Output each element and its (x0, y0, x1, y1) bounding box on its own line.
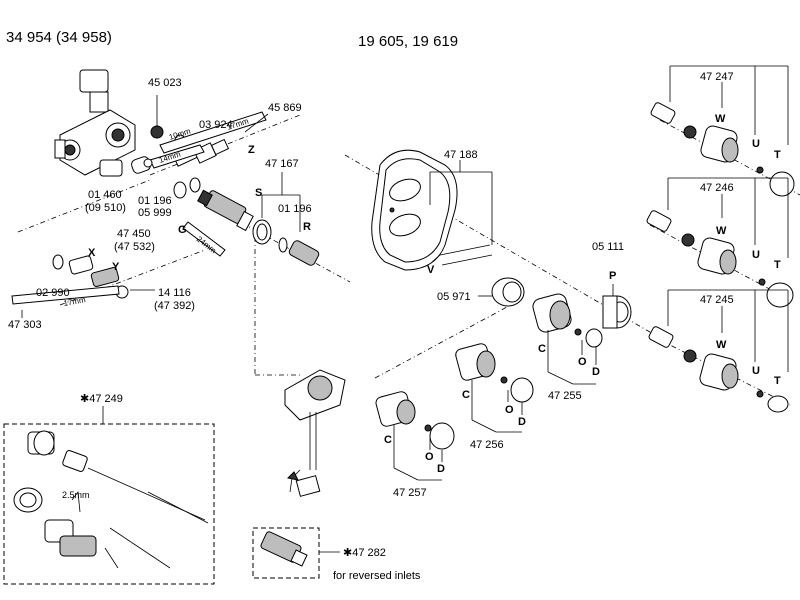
mixing-valve-body (54, 69, 136, 177)
label-47245: 47 245 (700, 294, 734, 306)
letter-d-2: D (518, 416, 526, 428)
size-2-5mm: 2.5mm (62, 490, 90, 500)
filter-01460 (131, 156, 153, 174)
handle-47255 (532, 293, 603, 348)
label-47246: 47 246 (700, 182, 734, 194)
letter-o-1: O (578, 356, 587, 368)
letter-o-2: O (505, 404, 514, 416)
handle-set-47245 (648, 326, 789, 413)
letter-d-3: D (437, 463, 445, 475)
handle-47257 (375, 391, 455, 450)
letter-c-2: C (462, 389, 470, 401)
letter-u-3: U (752, 365, 760, 377)
label-47188: 47 188 (444, 149, 478, 161)
handle-set-47246 (646, 210, 794, 308)
kit-47249-box (3, 423, 215, 585)
diverter-spout-assembly (284, 369, 346, 497)
label-47249: ✱47 249 (80, 393, 123, 405)
o-ring-01196-b (278, 237, 288, 253)
letter-w-1: W (715, 113, 726, 125)
wrench-17mm-bottom: 17mm (11, 285, 120, 308)
label-47392: (47 392) (154, 300, 195, 312)
label-09510: (09 510) (85, 202, 126, 214)
label-05971: 05 971 (437, 291, 471, 303)
letter-t-2: T (774, 259, 781, 271)
letter-w-3: W (716, 339, 727, 351)
letter-x: X (88, 247, 96, 259)
label-47255: 47 255 (548, 390, 582, 402)
letter-d-1: D (592, 366, 600, 378)
inlet-assembly-14116 (52, 254, 129, 299)
letter-t-1: T (774, 149, 781, 161)
handle-set-47247 (650, 102, 795, 197)
label-47532: (47 532) (114, 241, 155, 253)
label-01460: 01 460 (88, 189, 122, 201)
letter-c-1: C (538, 343, 546, 355)
label-03924: 03 924 (199, 119, 233, 131)
label-14116: 14 116 (158, 287, 191, 299)
right-model-numbers: 19 605, 19 619 (358, 33, 458, 50)
label-45869: 45 869 (268, 102, 302, 114)
letter-o-3: O (425, 451, 434, 463)
letter-g: G (178, 224, 187, 236)
letter-p: P (609, 270, 616, 282)
label-47247: 47 247 (700, 71, 734, 83)
letter-w-2: W (716, 225, 727, 237)
o-rings-01196 (173, 177, 201, 199)
letter-s: S (255, 187, 262, 199)
handle-47256 (455, 343, 534, 403)
label-01196-b: 01 196 (278, 203, 312, 215)
left-model-numbers: 34 954 (34 958) (6, 29, 112, 46)
ring-s (252, 219, 272, 245)
label-45023: 45 023 (148, 77, 182, 89)
letter-u-2: U (752, 249, 760, 261)
letter-c-3: C (384, 434, 392, 446)
label-02990: 02 990 (36, 287, 70, 299)
letter-u-1: U (752, 138, 760, 150)
label-47257: 47 257 (393, 487, 427, 499)
reversed-inlet-cartridge (260, 531, 308, 567)
letter-r: R (303, 221, 311, 233)
wrench-24mm: 24mm (182, 221, 226, 257)
thermostat-cartridge-47450 (197, 189, 254, 232)
nut-45023 (150, 95, 164, 139)
label-47450: 47 450 (117, 228, 151, 240)
letter-z: Z (248, 144, 255, 156)
trim-plate-47188 (371, 149, 458, 271)
size-17mm-bottom: 17mm (63, 295, 87, 308)
label-47303: 47 303 (8, 319, 42, 331)
mounting-screws-v (431, 244, 493, 266)
label-47167: 47 167 (265, 158, 299, 170)
ring-05971 (491, 277, 525, 307)
letter-v: V (427, 264, 435, 276)
label-47282: ✱47 282 (343, 547, 386, 559)
label-05999: 05 999 (138, 207, 172, 219)
label-05111: 05 111 (592, 241, 624, 253)
letter-t-3: T (774, 375, 781, 387)
label-01196-a: 01 196 (138, 195, 172, 207)
non-return-valve-r (288, 240, 320, 266)
label-47256: 47 256 (470, 439, 504, 451)
reversed-inlets-note: for reversed inlets (333, 570, 421, 582)
kit-47249-parts (13, 430, 209, 569)
letter-y: Y (112, 261, 120, 273)
kit-47282-box (252, 527, 320, 579)
sleeve-05111 (602, 295, 632, 329)
